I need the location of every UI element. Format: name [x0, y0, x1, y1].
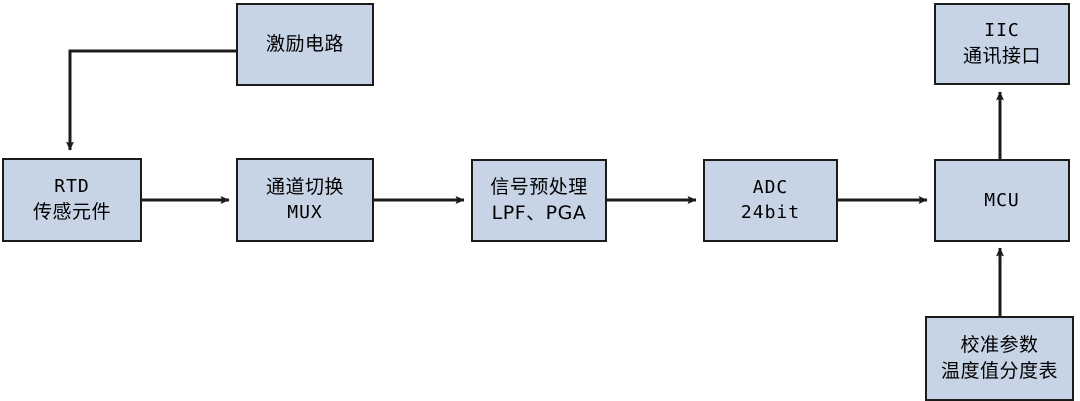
block-excitation-circuit-line1: 激励电路 — [265, 32, 344, 55]
block-channel-mux-line2: MUX — [287, 202, 323, 224]
block-channel-mux-line1: 通道切换 — [265, 176, 344, 199]
block-rtd-sensor[interactable]: RTD 传感元件 — [2, 158, 142, 242]
block-signal-preprocessing-line2: LPF、PGA — [491, 202, 587, 224]
block-calibration-parameters-line1: 校准参数 — [960, 333, 1039, 356]
block-signal-preprocessing[interactable]: 信号预处理 LPF、PGA — [471, 159, 607, 242]
block-mcu[interactable]: MCU — [934, 159, 1070, 242]
block-adc-line2: 24bit — [740, 202, 801, 223]
block-iic-interface[interactable]: IIC 通讯接口 — [934, 3, 1070, 85]
block-signal-preprocessing-line1: 信号预处理 — [490, 175, 588, 198]
block-rtd-sensor-line1: RTD — [54, 176, 90, 198]
block-mcu-line1: MCU — [984, 189, 1020, 211]
block-calibration-parameters-line2: 温度值分度表 — [940, 360, 1058, 382]
block-adc[interactable]: ADC 24bit — [703, 159, 838, 242]
block-channel-mux[interactable]: 通道切换 MUX — [236, 158, 374, 242]
connector-excitation-to-rtd — [66, 49, 236, 151]
block-adc-line1: ADC — [752, 177, 789, 199]
block-rtd-sensor-line2: 传感元件 — [32, 200, 111, 223]
block-iic-interface-line1: IIC — [984, 20, 1020, 42]
block-iic-interface-line2: 通讯接口 — [962, 44, 1041, 67]
block-excitation-circuit[interactable]: 激励电路 — [236, 3, 374, 86]
block-calibration-parameters[interactable]: 校准参数 温度值分度表 — [925, 316, 1074, 401]
